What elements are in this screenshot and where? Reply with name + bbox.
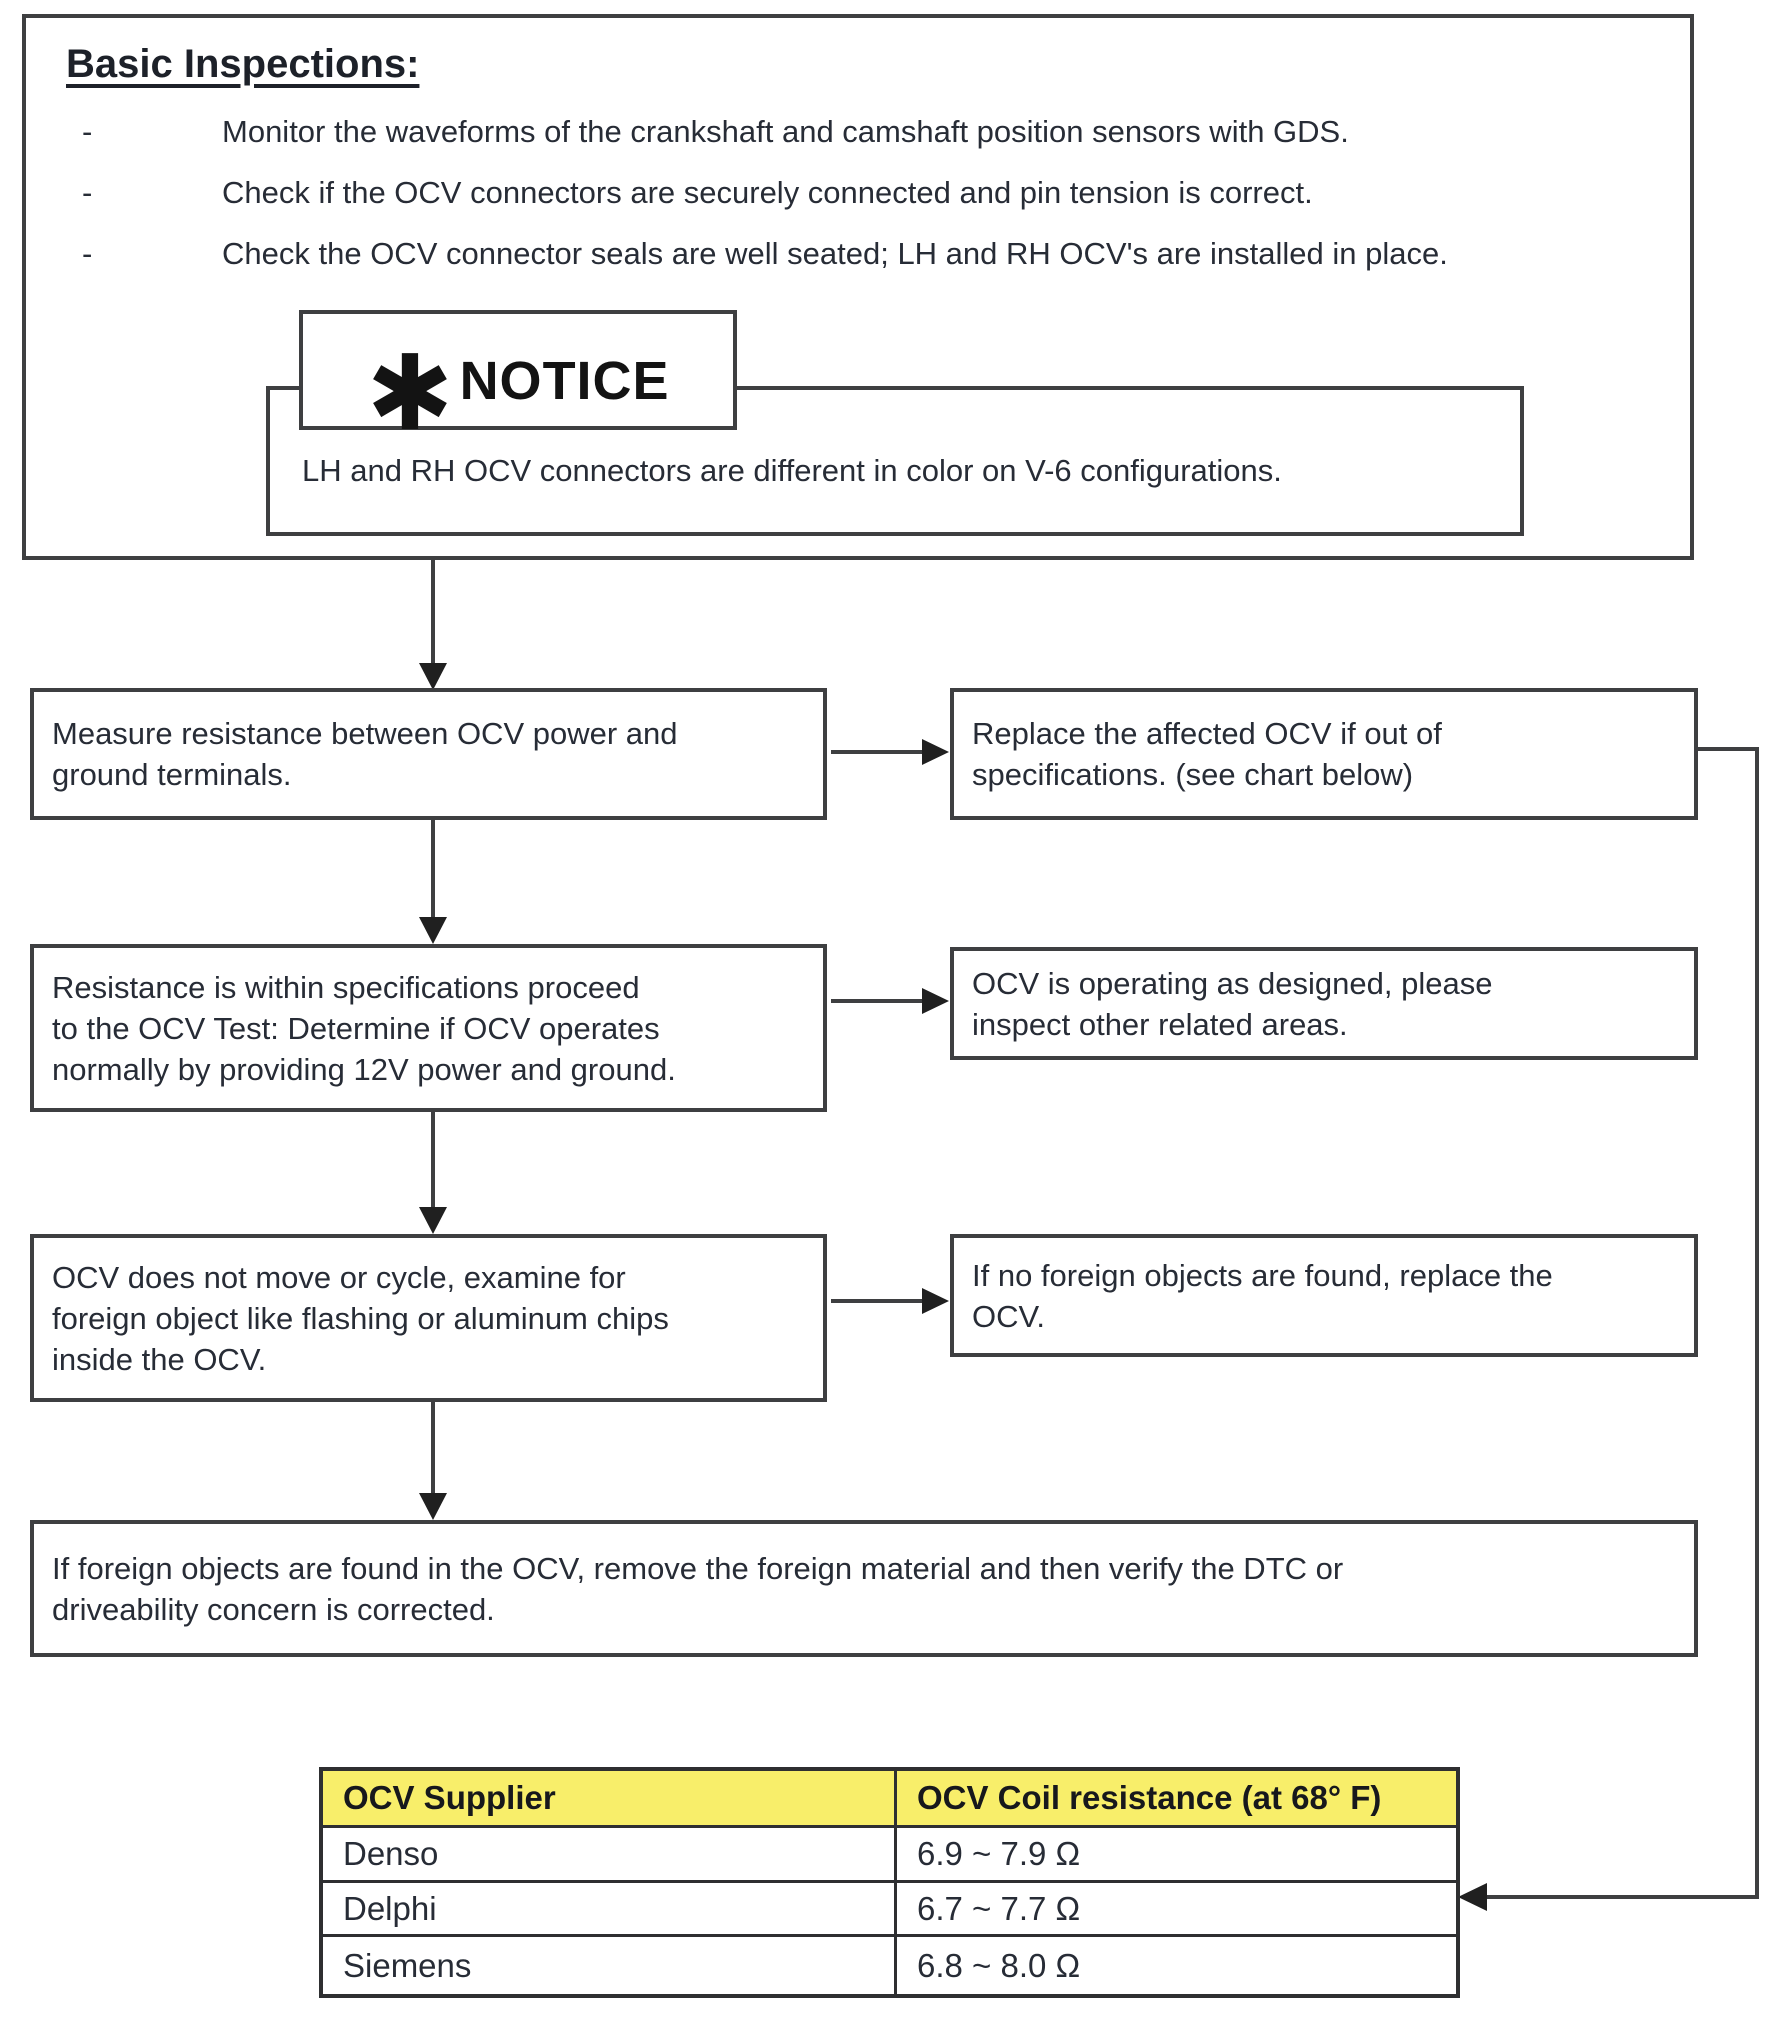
bullet-row: - Check the OCV connector seals are well… bbox=[82, 234, 1682, 274]
basic-inspections-box: Basic Inspections: - Monitor the wavefor… bbox=[22, 14, 1694, 560]
connector-rail-to-table bbox=[1484, 1895, 1759, 1899]
asterisk-icon: ✱ bbox=[366, 336, 454, 452]
notice-text: LH and RH OCV connectors are different i… bbox=[302, 453, 1282, 488]
spec-table-header-supplier: OCV Supplier bbox=[323, 1771, 897, 1828]
notice-label: NOTICE bbox=[459, 351, 670, 411]
arrowhead-right-result3 bbox=[922, 1288, 949, 1314]
connector-right-rail bbox=[1755, 747, 1759, 1899]
basic-inspections-heading: Basic Inspections: bbox=[66, 42, 420, 86]
connector-result1-exit bbox=[1698, 747, 1759, 751]
bullet-text: Check if the OCV connectors are securely… bbox=[222, 175, 1313, 210]
spec-table-supplier-cell: Delphi bbox=[323, 1883, 897, 1937]
spec-table-resistance-cell: 6.8 ~ 8.0 Ω bbox=[917, 1946, 1081, 1984]
ocv-spec-table: OCV Supplier OCV Coil resistance (at 68°… bbox=[319, 1767, 1460, 1998]
bullet-text: Check the OCV connector seals are well s… bbox=[222, 236, 1448, 271]
arrowhead-down-step4 bbox=[419, 1493, 447, 1520]
bullet-row: - Monitor the waveforms of the crankshaf… bbox=[82, 112, 1682, 152]
connector-step1-to-step2 bbox=[431, 818, 435, 920]
connector-top-to-step1 bbox=[431, 558, 435, 666]
spec-table-supplier-cell: Siemens bbox=[323, 1937, 897, 1994]
result3-box: If no foreign objects are found, replace… bbox=[950, 1234, 1698, 1357]
bullet-row: - Check if the OCV connectors are secure… bbox=[82, 173, 1682, 213]
step1-box: Measure resistance between OCV power and… bbox=[30, 688, 827, 820]
arrowhead-right-result1 bbox=[922, 739, 949, 765]
connector-step3-to-step4 bbox=[431, 1400, 435, 1496]
step1-text: Measure resistance between OCV power and… bbox=[52, 716, 678, 792]
arrowhead-down-step1 bbox=[419, 663, 447, 690]
bullet-dash: - bbox=[82, 175, 93, 210]
spec-table-resistance-cell: 6.7 ~ 7.7 Ω bbox=[897, 1883, 1456, 1937]
step2-text: Resistance is within specifications proc… bbox=[52, 969, 676, 1087]
arrowhead-right-result2 bbox=[922, 988, 949, 1014]
result3-text: If no foreign objects are found, replace… bbox=[972, 1257, 1553, 1334]
spec-table-resistance-cell: 6.9 ~ 7.9 Ω bbox=[897, 1828, 1456, 1883]
result2-box: OCV is operating as designed, please ins… bbox=[950, 947, 1698, 1060]
result1-box: Replace the affected OCV if out of speci… bbox=[950, 688, 1698, 820]
bullet-dash: - bbox=[82, 236, 93, 271]
step3-text: OCV does not move or cycle, examine for … bbox=[52, 1259, 669, 1377]
result2-text: OCV is operating as designed, please ins… bbox=[972, 965, 1493, 1042]
step2-box: Resistance is within specifications proc… bbox=[30, 944, 827, 1112]
step3-box: OCV does not move or cycle, examine for … bbox=[30, 1234, 827, 1402]
arrowhead-down-step3 bbox=[419, 1207, 447, 1234]
notice-label-box: ✱ NOTICE bbox=[299, 310, 737, 452]
arrowhead-left-table bbox=[1458, 1883, 1487, 1911]
bullet-dash: - bbox=[82, 114, 93, 149]
arrowhead-down-step2 bbox=[419, 917, 447, 944]
spec-table-header-resistance: OCV Coil resistance (at 68° F) bbox=[897, 1771, 1456, 1828]
spec-table-supplier-cell: Denso bbox=[323, 1828, 897, 1883]
result1-text: Replace the affected OCV if out of speci… bbox=[972, 716, 1442, 792]
connector-step2-to-step3 bbox=[431, 1110, 435, 1210]
connector-step2-to-result2 bbox=[831, 999, 925, 1003]
notice-text-box: LH and RH OCV connectors are different i… bbox=[266, 386, 1524, 536]
connector-step3-to-result3 bbox=[831, 1299, 925, 1303]
step4-text: If foreign objects are found in the OCV,… bbox=[52, 1550, 1344, 1627]
step4-box: If foreign objects are found in the OCV,… bbox=[30, 1520, 1698, 1657]
bullet-text: Monitor the waveforms of the crankshaft … bbox=[222, 114, 1349, 149]
connector-step1-to-result1 bbox=[831, 750, 925, 754]
